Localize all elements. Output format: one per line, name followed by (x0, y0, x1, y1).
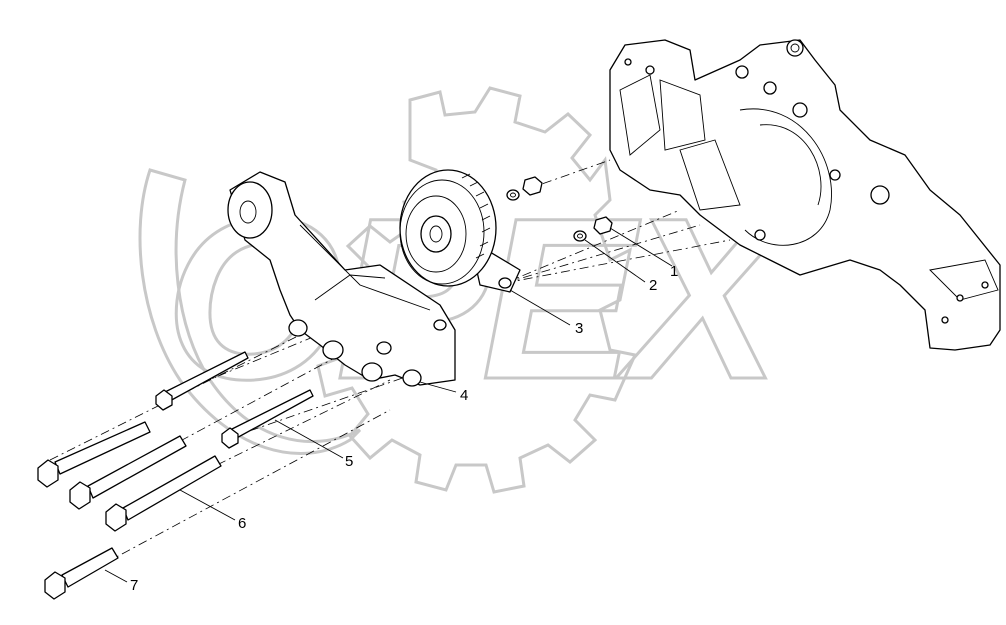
callout-labels: 1 2 3 4 5 6 7 (130, 263, 678, 594)
callout-2: 2 (649, 277, 657, 294)
callout-6: 6 (238, 515, 246, 532)
idler-pulley (399, 169, 521, 293)
bolts (37, 351, 314, 600)
bracket (227, 171, 456, 387)
callout-5: 5 (345, 453, 353, 470)
fasteners-small (506, 176, 613, 242)
engine-housing (609, 39, 1001, 351)
callout-1: 1 (670, 263, 678, 280)
callout-7: 7 (130, 577, 138, 594)
leader-lines (104, 227, 673, 583)
callout-4: 4 (460, 387, 468, 404)
callout-3: 3 (575, 320, 583, 337)
watermark-swoosh (138, 168, 362, 455)
